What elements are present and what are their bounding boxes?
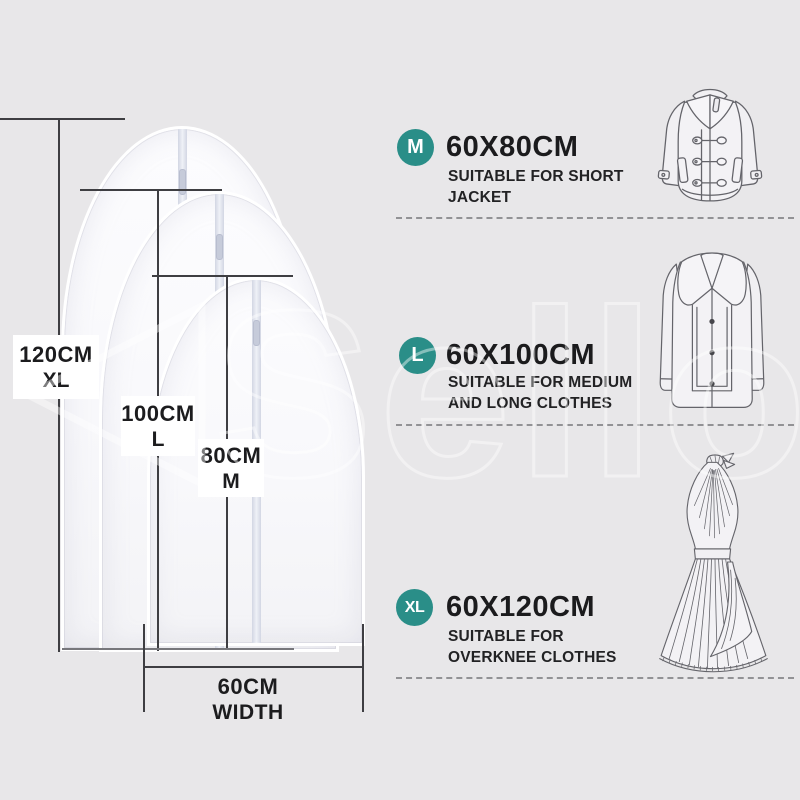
dimension-line-l-top (80, 189, 222, 191)
description-m: SUITABLE FOR SHORT JACKET (448, 166, 624, 208)
dimensions-text-xl: 60X120CM (446, 591, 596, 623)
dashed-divider-3 (396, 677, 794, 679)
zipper-pull-icon (252, 320, 260, 346)
width-tick-left (143, 624, 145, 712)
bags-base-line (62, 648, 294, 650)
dimension-line-m-top (152, 275, 293, 277)
width-tick-right (362, 624, 364, 712)
height-value-l: 100CM (121, 400, 195, 426)
description-m-line1: SUITABLE FOR SHORT (448, 168, 624, 185)
halter-dress-icon (637, 449, 793, 673)
zipper-pull-icon (178, 169, 186, 195)
height-value-m: 80CM (200, 442, 262, 468)
short-jacket-icon (645, 80, 775, 220)
height-value-xl: 120CM (19, 341, 93, 367)
zipper-pull-icon (215, 234, 223, 260)
size-letter-l: L (151, 427, 165, 451)
width-value: 60CM (217, 674, 279, 699)
height-label-xl: 120CM XL (13, 335, 99, 399)
size-badge-xl: XL (396, 589, 433, 626)
description-l: SUITABLE FOR MEDIUM AND LONG CLOTHES (448, 372, 632, 414)
height-label-l: 100CM L (121, 396, 195, 456)
description-xl-line2: OVERKNEE CLOTHES (448, 649, 617, 666)
height-label-m: 80CM M (198, 439, 264, 497)
description-xl-line1: SUITABLE FOR (448, 628, 564, 645)
dimensions-text-m: 60X80CM (446, 131, 579, 163)
description-xl: SUITABLE FOR OVERKNEE CLOTHES (448, 626, 617, 668)
size-letter-xl: XL (42, 368, 70, 392)
size-letter-m: M (222, 469, 240, 493)
description-l-line2: AND LONG CLOTHES (448, 395, 613, 412)
size-badge-l: L (399, 337, 436, 374)
dimensions-text-l: 60X100CM (446, 339, 596, 371)
dashed-divider-1 (396, 217, 794, 219)
dashed-divider-2 (396, 424, 794, 426)
description-l-line1: SUITABLE FOR MEDIUM (448, 374, 633, 391)
dimension-line-xl-top (0, 118, 125, 120)
size-badge-m: M (397, 129, 434, 166)
width-label: 60CM WIDTH (187, 674, 309, 725)
width-caption: WIDTH (212, 701, 284, 724)
long-coat-icon (642, 241, 782, 424)
description-m-line2: JACKET (448, 189, 512, 206)
dimension-line-width (143, 666, 364, 668)
